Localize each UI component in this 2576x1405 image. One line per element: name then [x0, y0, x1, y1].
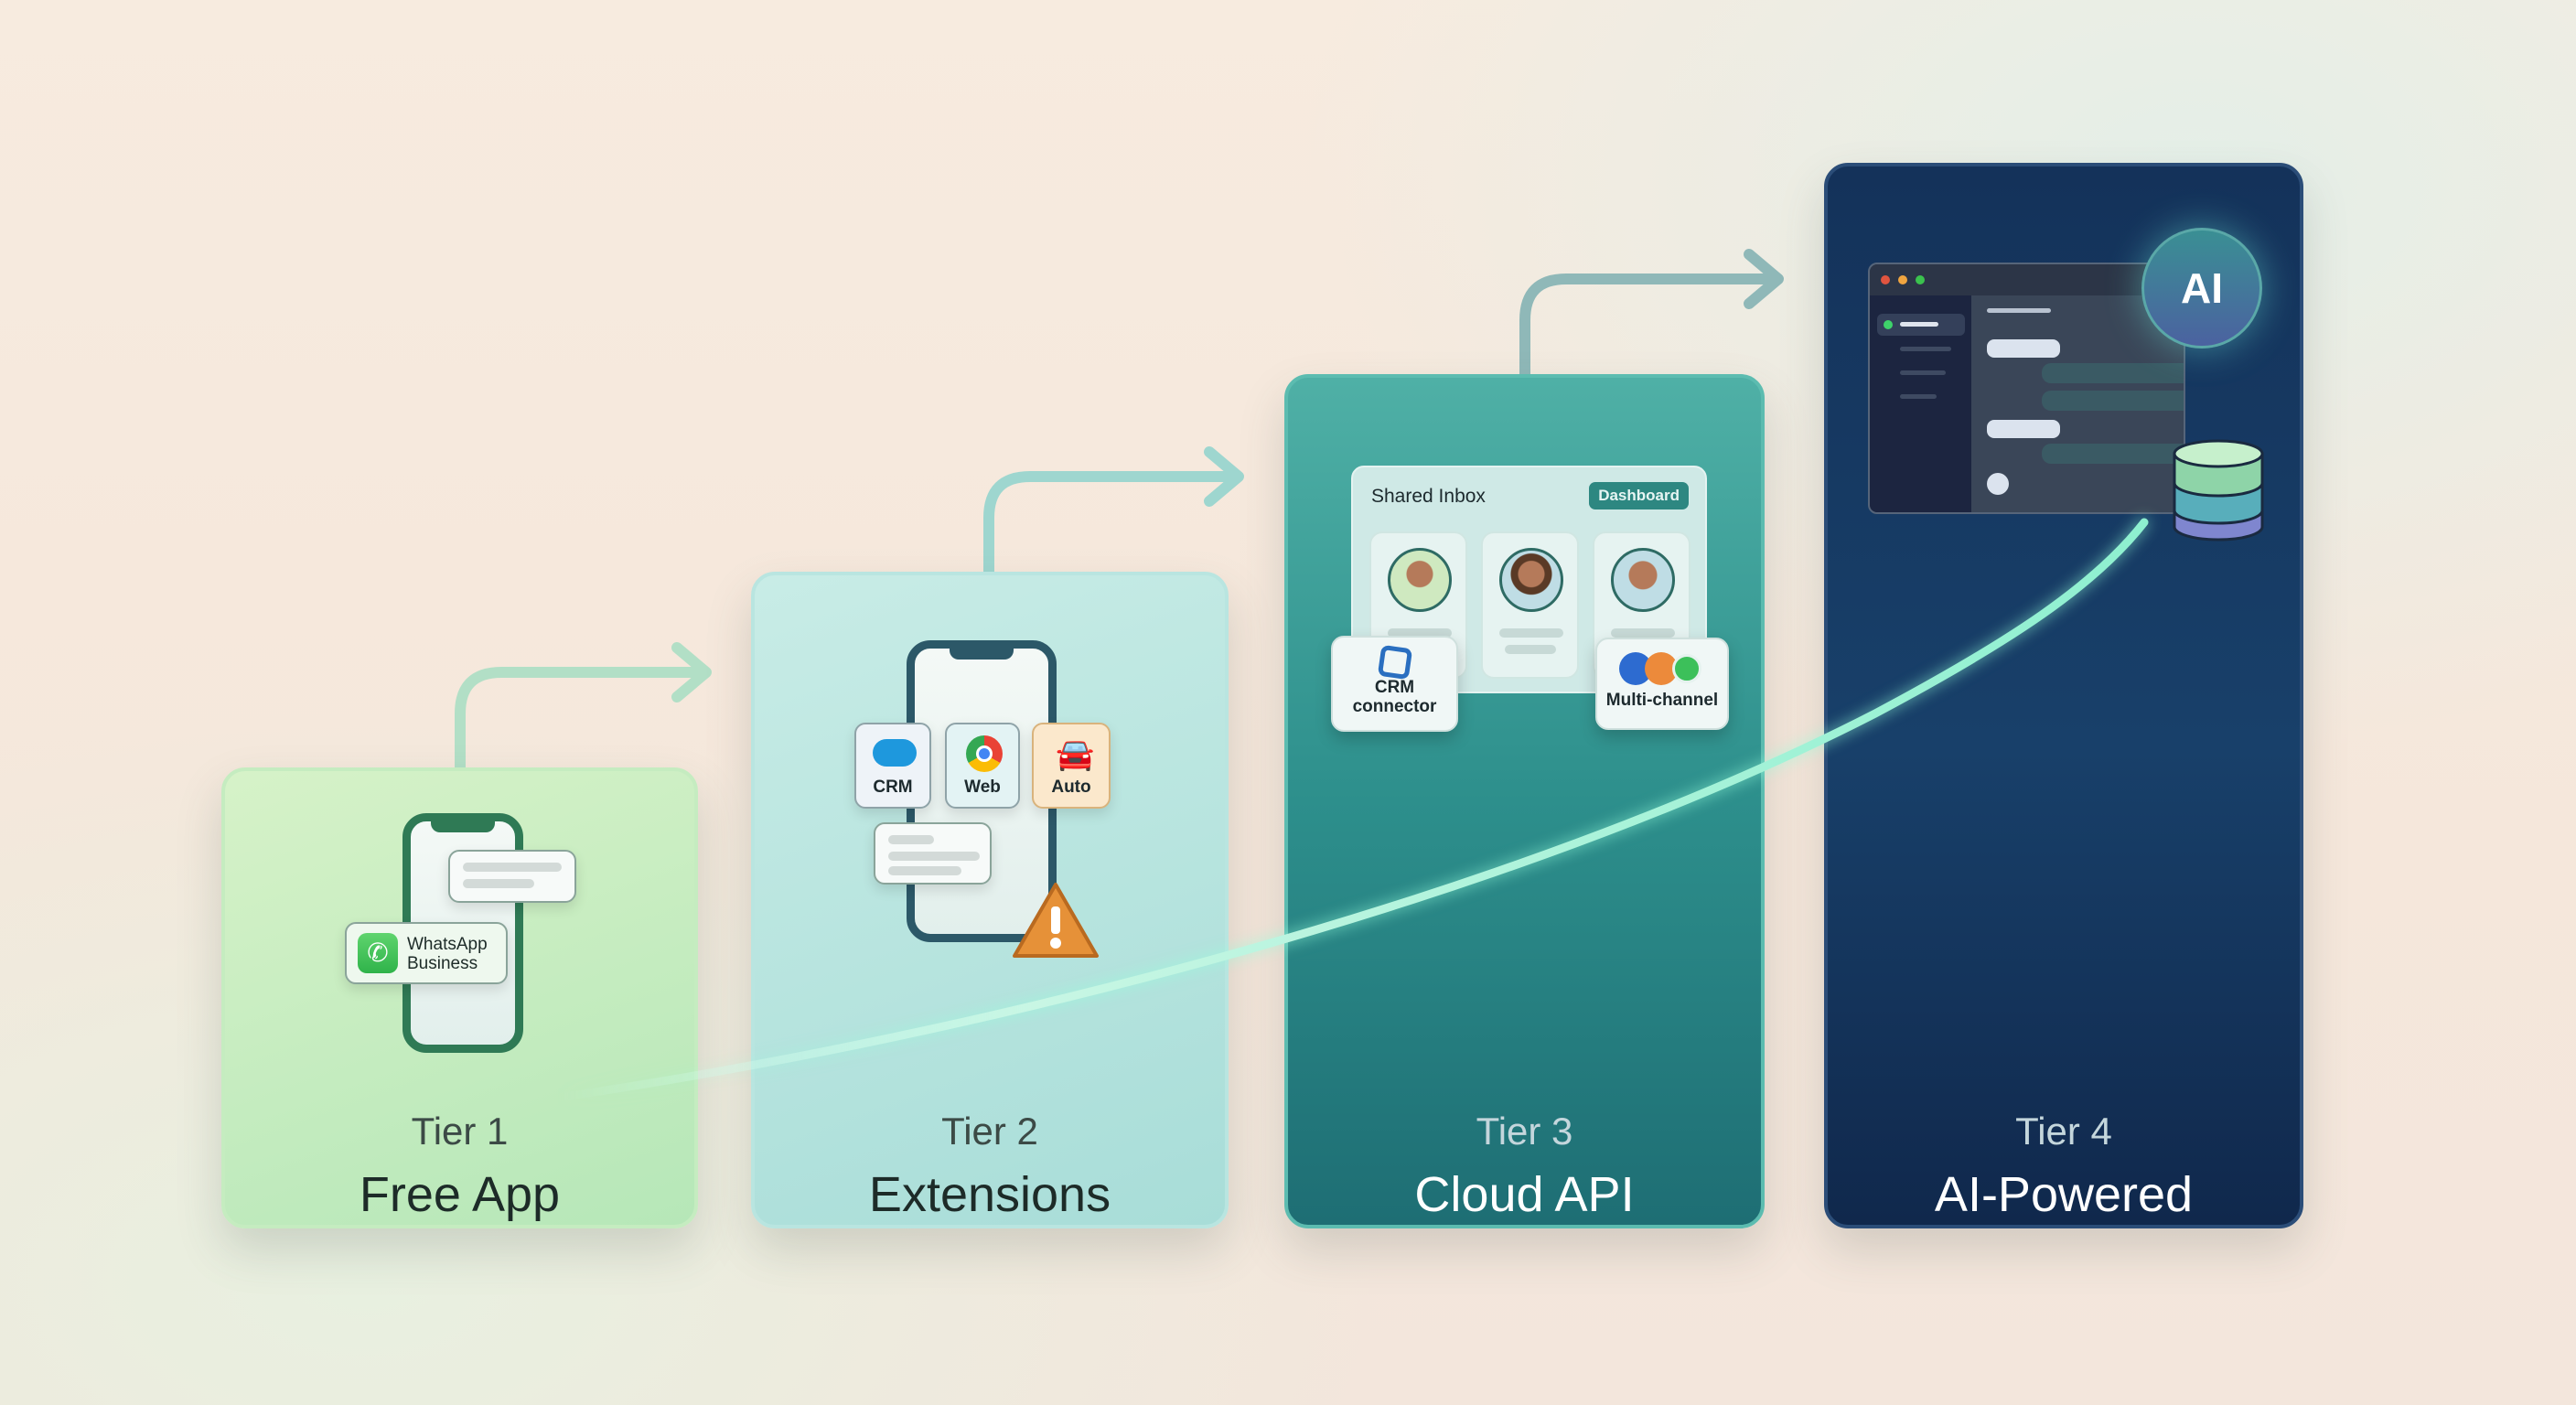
tier-title: Free App: [359, 1167, 561, 1222]
arrow-tier1-to-tier2: [455, 642, 712, 773]
tier-number: Tier 1: [411, 1110, 509, 1153]
close-dot: [1881, 275, 1890, 284]
chat-bubble: [874, 822, 992, 885]
ai-brain-badge: AI: [2141, 228, 2262, 349]
crm-line-2: connector: [1352, 697, 1437, 716]
web-tile[interactable]: Web: [945, 723, 1020, 809]
auto-tile[interactable]: 🚘 Auto: [1032, 723, 1111, 809]
arrow-tier3-to-tier4: [1519, 249, 1784, 380]
database-icon: [2173, 439, 2264, 542]
multi-channel-label: Multi-channel: [1605, 691, 1719, 710]
agent-card: [1481, 531, 1579, 679]
chat-bubble: [448, 850, 576, 903]
tier-2-card: CRM Web 🚘 Auto Tier 2 Extensions: [751, 572, 1229, 1228]
multi-channel-card[interactable]: Multi-channel: [1595, 638, 1729, 730]
tier-4-card: AI Tier 4 AI-Powered: [1824, 163, 2303, 1228]
ai-label: AI: [2181, 264, 2223, 312]
tile-label: CRM: [873, 778, 913, 797]
avatar: [1499, 548, 1563, 612]
arrow-tier2-to-tier3: [983, 446, 1244, 577]
tier-title: AI-Powered: [1934, 1167, 2194, 1222]
tile-label: Auto: [1051, 778, 1091, 797]
avatar: [1611, 548, 1675, 612]
warning-icon: [1013, 883, 1099, 958]
cloud-icon: [873, 739, 917, 767]
panel-title: Shared Inbox: [1371, 486, 1486, 507]
tier-1-card: ✆ WhatsApp Business Tier 1 Free App: [221, 767, 698, 1228]
tier-number: Tier 3: [1476, 1110, 1573, 1153]
avatar: [1388, 548, 1452, 612]
typing-indicator-icon: [1987, 473, 2009, 495]
maximize-dot: [1916, 275, 1925, 284]
crm-connector-card[interactable]: CRM connector: [1331, 636, 1458, 732]
tier-number: Tier 2: [941, 1110, 1038, 1153]
minimize-dot: [1898, 275, 1907, 284]
dashboard-button[interactable]: Dashboard: [1589, 482, 1689, 509]
whatsapp-icon: [1672, 654, 1701, 683]
whatsapp-icon: ✆: [358, 933, 398, 973]
tier-title: Cloud API: [1414, 1167, 1635, 1222]
chrome-icon: [966, 735, 1003, 772]
badge-line-1: WhatsApp: [407, 935, 488, 954]
whatsapp-business-badge: ✆ WhatsApp Business: [345, 922, 508, 984]
car-icon: 🚘: [1056, 737, 1095, 772]
tier-title: Extensions: [868, 1167, 1111, 1222]
badge-line-2: Business: [407, 954, 478, 973]
crm-tile[interactable]: CRM: [854, 723, 931, 809]
app-window: [1868, 263, 2185, 514]
tile-label: Web: [964, 778, 1001, 797]
tier-number: Tier 4: [2015, 1110, 2112, 1153]
connector-icon: [1377, 644, 1412, 681]
tier-3-card: Shared Inbox Dashboard CRM connector Mul…: [1284, 374, 1765, 1228]
window-sidebar: [1870, 295, 1971, 512]
crm-line-1: CRM: [1374, 678, 1415, 697]
